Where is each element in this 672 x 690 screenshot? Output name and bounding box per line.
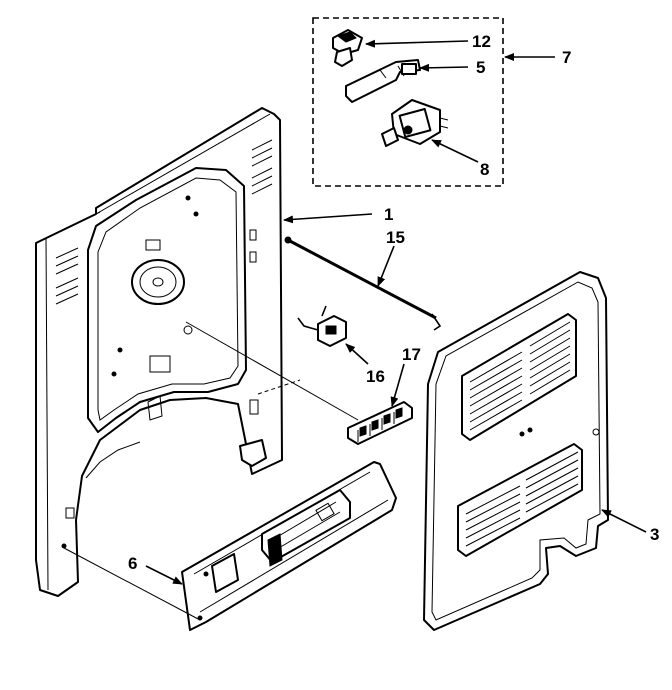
part-6-access-plate [181,461,397,631]
kit-box [312,17,504,187]
part-5-bracket [345,59,421,103]
callout-1: 1 [384,205,393,224]
part-16-switch [297,305,347,347]
part-8-switch [381,99,449,147]
part-1-rear-panel [35,107,283,597]
right-vent-slots [251,139,273,195]
left-vent-slots [55,247,79,305]
lower-vent-grille [457,443,583,557]
callout-3: 3 [650,525,659,544]
callout-7: 7 [562,48,571,67]
callout-6: 6 [128,554,137,573]
part-12-clip [332,29,363,67]
upper-vent-lines [469,321,571,431]
callout-5: 5 [476,58,485,77]
part-3-cover-panel [423,271,609,631]
callout-12: 12 [472,32,491,51]
dashed-kit-outline [312,17,504,187]
part-15-rod [284,236,442,331]
lower-vent-lines [465,451,579,547]
callout-16: 16 [366,367,385,386]
callout-8: 8 [480,160,489,179]
callout-15: 15 [386,228,405,247]
callout-17: 17 [402,345,421,364]
upper-vent-grille [461,313,577,441]
part-17-terminal-block [347,401,413,445]
